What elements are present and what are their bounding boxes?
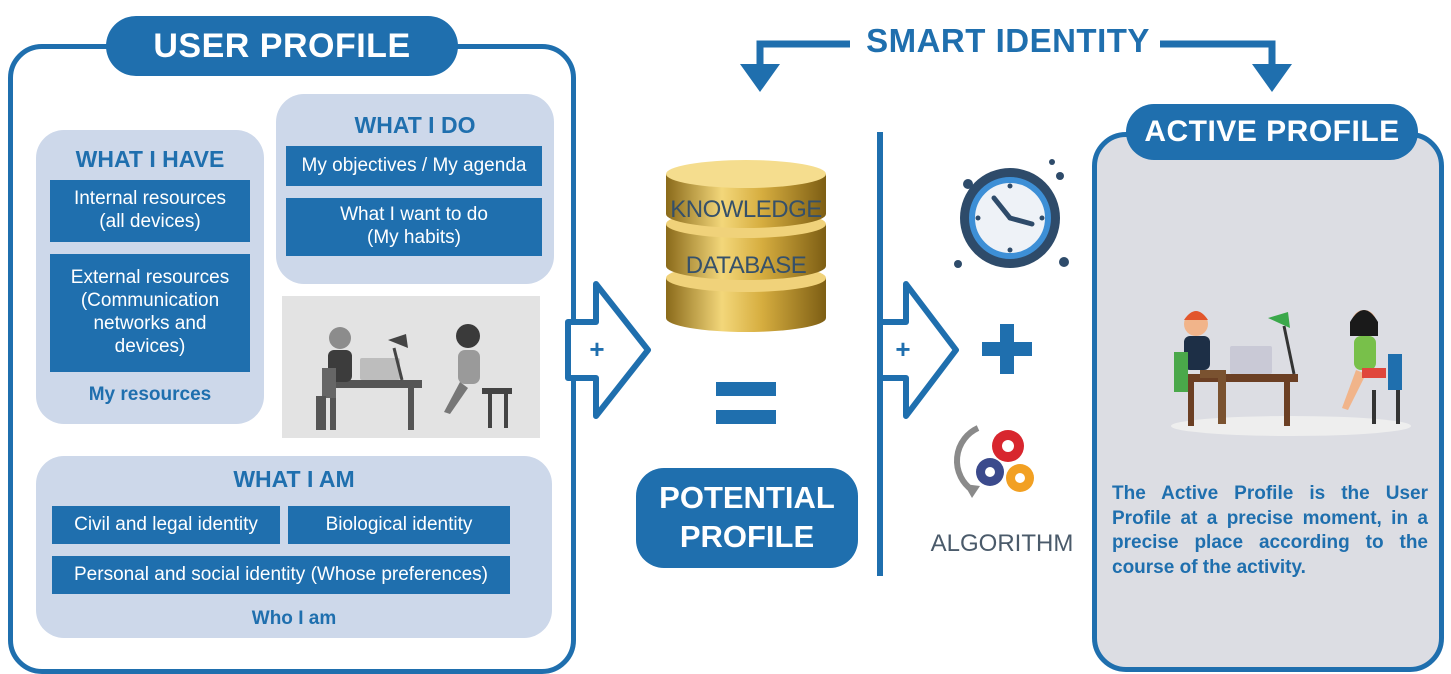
arrow-right-icon: [565, 281, 651, 419]
people-grey-icon: [316, 324, 512, 430]
active-profile-frame: [1092, 132, 1444, 672]
smart-identity-label: SMART IDENTITY: [866, 22, 1150, 59]
what-i-do-heading: WHAT I DO: [354, 112, 476, 138]
database-label-2: DATABASE: [685, 252, 807, 279]
who-i-am-label: Who I am: [251, 608, 337, 629]
my-resources-label: My resources: [88, 384, 212, 405]
arrow-right-icon: [877, 281, 959, 419]
habits-label: What I want to do (My habits): [340, 204, 488, 248]
database-label-1: KNOWLEDGE: [670, 196, 822, 223]
arrow-down-right-icon: [1252, 64, 1292, 92]
internal-resources-box: Internal resources (all devices): [50, 180, 250, 242]
civil-identity-label: Civil and legal identity: [74, 513, 258, 535]
plus-icon: [982, 324, 1032, 374]
people-color-icon: [1171, 310, 1411, 436]
active-profile-description: The Active Profile is the User Profile a…: [1112, 483, 1428, 579]
objectives-label: My objectives / My agenda: [301, 154, 527, 176]
user-illustration: [282, 296, 540, 438]
potential-profile-box: POTENTIAL PROFILE: [636, 468, 858, 568]
biological-identity-label: Biological identity: [325, 513, 473, 535]
internal-resources-label: Internal resources (all devices): [73, 188, 227, 232]
gears-icon: [953, 425, 1034, 498]
biological-identity-box: Biological identity: [288, 506, 510, 544]
plus-symbol-2: +: [895, 334, 911, 364]
clock-icon: [954, 159, 1069, 268]
social-identity-label: Personal and social identity (Whose pref…: [74, 563, 488, 585]
database-icon: [666, 160, 826, 332]
what-i-have-heading: WHAT I HAVE: [75, 146, 225, 172]
user-profile-title: USER PROFILE: [106, 16, 458, 76]
habits-box: What I want to do (My habits): [286, 198, 542, 256]
algorithm-label: ALGORITHM: [930, 530, 1074, 557]
smart-identity-bracket: [740, 40, 1292, 92]
external-resources-label: External resources (Communication networ…: [70, 267, 230, 357]
objectives-box: My objectives / My agenda: [286, 146, 542, 186]
civil-identity-box: Civil and legal identity: [52, 506, 280, 544]
external-resources-box: External resources (Communication networ…: [50, 254, 250, 372]
active-profile-title: ACTIVE PROFILE: [1126, 104, 1418, 160]
arrow-down-left-icon: [740, 64, 780, 92]
equals-icon: [716, 382, 776, 424]
what-i-am-panel: [36, 456, 552, 638]
social-identity-box: Personal and social identity (Whose pref…: [52, 556, 510, 594]
what-i-am-heading: WHAT I AM: [233, 466, 355, 492]
plus-symbol-1: +: [589, 334, 605, 364]
